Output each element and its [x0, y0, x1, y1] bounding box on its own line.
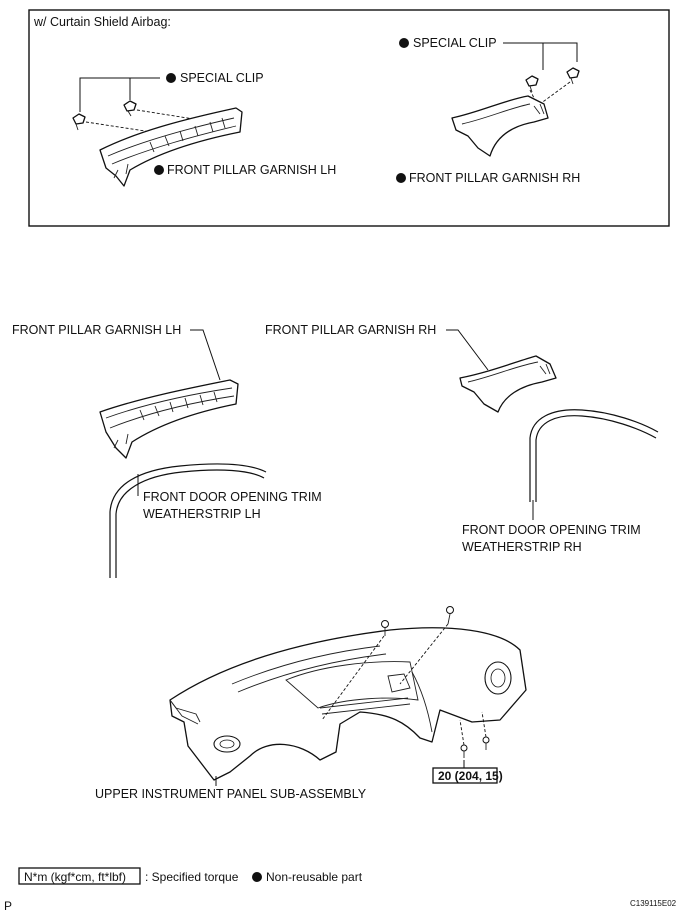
leader-line — [79, 77, 160, 112]
bolt-icon — [482, 736, 490, 750]
front-door-opening-trim-weatherstrip-rh — [529, 409, 659, 502]
legend-nonreusable-text: Non-reusable part — [266, 870, 363, 884]
inset-special-clip-lh-label: SPECIAL CLIP — [180, 71, 264, 85]
leader-line — [503, 42, 578, 62]
inset-garnish-rh-label: FRONT PILLAR GARNISH RH — [409, 171, 580, 185]
weatherstrip-rh-label-line1: FRONT DOOR OPENING TRIM — [462, 523, 641, 537]
torque-value: 20 (204, 15) — [438, 769, 503, 783]
special-clip-icon — [72, 113, 86, 131]
front-pillar-garnish-lh — [99, 379, 239, 459]
weatherstrip-lh-label-line2: WEATHERSTRIP LH — [143, 507, 261, 521]
inset-title: w/ Curtain Shield Airbag: — [33, 15, 171, 29]
install-path-line — [399, 623, 449, 685]
special-clip-icon — [525, 75, 539, 93]
front-pillar-garnish-lh-inset — [99, 107, 243, 187]
garnish-lh-label: FRONT PILLAR GARNISH LH — [12, 323, 181, 337]
legend: N*m (kgf*cm, ft*lbf) : Specified torque … — [18, 867, 363, 885]
non-reusable-icon — [399, 38, 409, 48]
bolt-icon — [381, 620, 389, 636]
torque-spec-box: 20 (204, 15) — [432, 767, 503, 784]
leader-line — [190, 329, 221, 381]
upper-instrument-panel — [169, 627, 527, 781]
front-pillar-garnish-rh — [459, 355, 557, 413]
front-pillar-garnish-rh-inset — [451, 95, 549, 157]
instrument-panel-label: UPPER INSTRUMENT PANEL SUB-ASSEMBLY — [95, 787, 367, 801]
install-path-line — [136, 109, 201, 121]
special-clip-icon — [566, 67, 580, 85]
non-reusable-icon — [252, 872, 262, 882]
inset-box: w/ Curtain Shield Airbag: SPECIAL CLIP F… — [28, 9, 670, 227]
non-reusable-icon — [166, 73, 176, 83]
garnish-rh-label: FRONT PILLAR GARNISH RH — [265, 323, 436, 337]
figure-code: C139115E02 — [630, 899, 677, 908]
legend-torque-unit: N*m (kgf*cm, ft*lbf) — [24, 870, 126, 884]
install-path-line — [321, 635, 385, 721]
page-mark: P — [4, 899, 12, 913]
inset-garnish-lh-label: FRONT PILLAR GARNISH LH — [167, 163, 336, 177]
leader-line — [446, 329, 489, 371]
non-reusable-icon — [396, 173, 406, 183]
weatherstrip-lh-label-line1: FRONT DOOR OPENING TRIM — [143, 490, 322, 504]
weatherstrip-rh-label-line2: WEATHERSTRIP RH — [462, 540, 582, 554]
install-path-line — [539, 81, 571, 105]
legend-torque-text: : Specified torque — [145, 870, 239, 884]
special-clip-icon — [123, 100, 137, 117]
inset-special-clip-rh-label: SPECIAL CLIP — [413, 36, 497, 50]
front-door-opening-trim-weatherstrip-lh — [109, 463, 267, 578]
install-path-line — [529, 89, 539, 107]
bolt-icon — [446, 606, 454, 625]
install-path-line — [459, 719, 465, 746]
install-path-line — [481, 711, 487, 738]
non-reusable-icon — [154, 165, 164, 175]
bolt-icon — [460, 744, 468, 758]
